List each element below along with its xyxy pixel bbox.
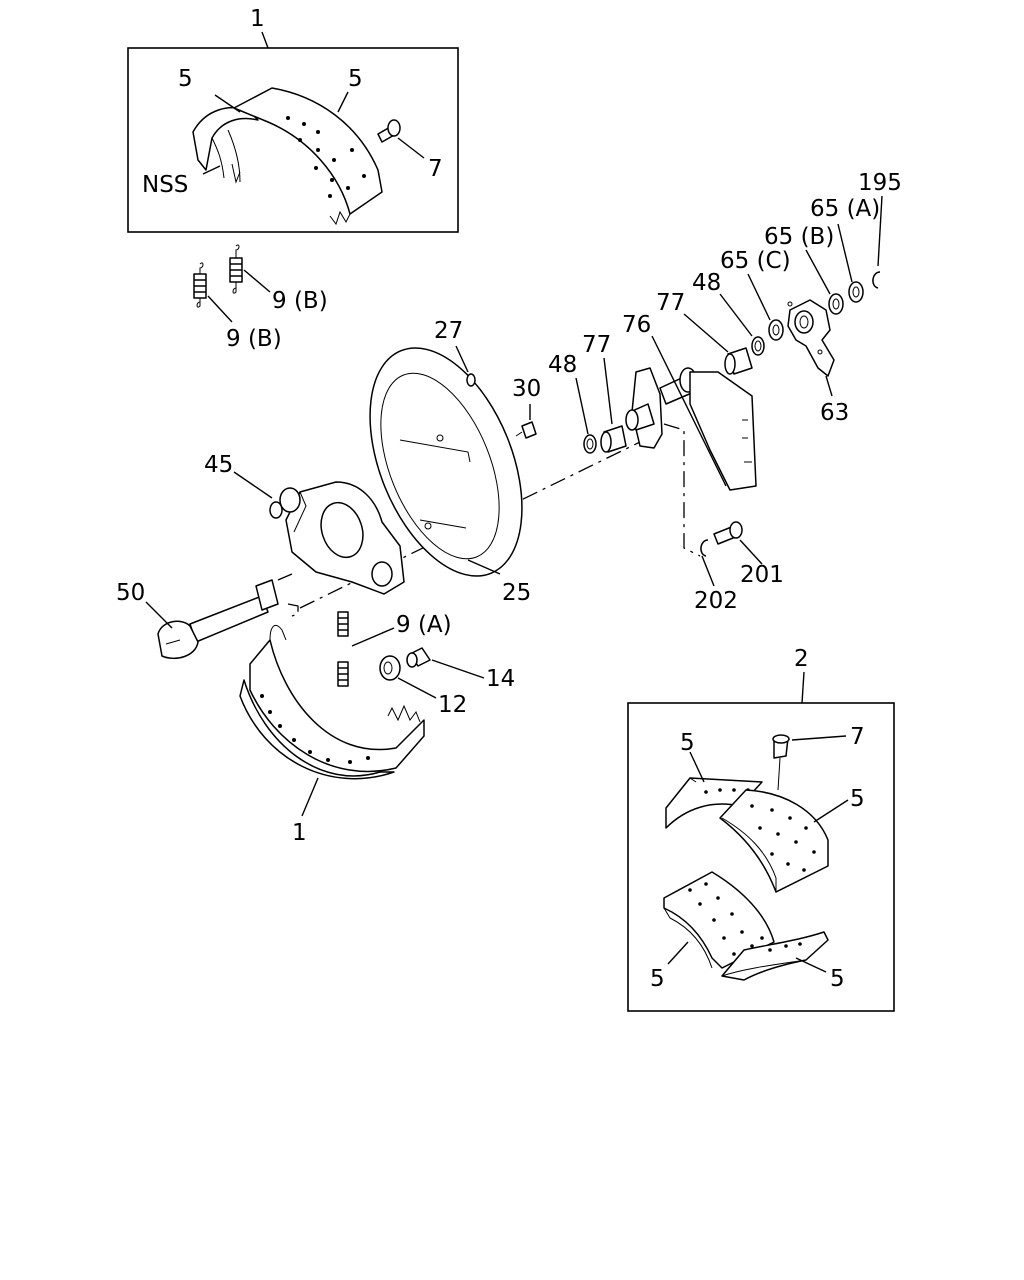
kit-box-top: 1 5 5 NSS xyxy=(127,6,459,233)
washer-65b: 65 (B) xyxy=(764,224,844,315)
bolt-axis-line xyxy=(663,423,701,557)
kit-box-bottom: 2 5 7 5 xyxy=(627,646,895,1012)
washer-48-left: 48 xyxy=(548,352,597,454)
washer-65c: 65 (C) xyxy=(720,248,791,341)
roller-pin-label: 14 xyxy=(486,666,515,692)
fitting-30: 30 xyxy=(512,376,541,439)
kit-bottom-number-label: 2 xyxy=(794,646,809,672)
bushing-77-right: 77 xyxy=(656,290,753,375)
bushing-77-left: 77 xyxy=(582,332,627,453)
spring-upper-label: 9 (B) xyxy=(272,288,328,314)
dust-shield-label: 25 xyxy=(502,580,531,606)
spring-lower-label: 9 (B) xyxy=(226,326,282,352)
kit-bottom-lining-bottom-right-label: 5 xyxy=(830,966,845,992)
kit-top-lining-right-label: 5 xyxy=(348,66,363,92)
camshaft-bracket: 76 xyxy=(622,312,757,491)
kit-bottom-lining-top-left-label: 5 xyxy=(680,730,695,756)
return-springs-b: 9 (B) 9 (B) xyxy=(193,244,328,352)
return-springs-a: 9 (A) xyxy=(337,611,452,687)
washer-65a-label: 65 (A) xyxy=(810,196,880,222)
kit-top-nss-label: NSS xyxy=(142,172,188,198)
washer-65a: 65 (A) xyxy=(810,196,880,303)
washer-48-right-label: 48 xyxy=(692,270,721,296)
kit-bottom-rivet: 7 xyxy=(772,724,865,791)
lower-brake-shoe: 1 xyxy=(239,624,425,846)
roller-pin-14: 14 xyxy=(406,647,515,692)
washer-48-left-label: 48 xyxy=(548,352,577,378)
clip-label: 202 xyxy=(694,588,738,614)
fitting-30-label: 30 xyxy=(512,376,541,402)
washer-65b-label: 65 (B) xyxy=(764,224,834,250)
ring-27-label: 27 xyxy=(434,318,463,344)
roller-label: 12 xyxy=(438,692,467,718)
ring-27: 27 xyxy=(434,318,476,387)
bolt-201: 201 xyxy=(713,521,784,588)
washer-65c-label: 65 (C) xyxy=(720,248,791,274)
bushing-77-left-label: 77 xyxy=(582,332,611,358)
kit-top-number-label: 1 xyxy=(250,6,265,32)
spring-a-label: 9 (A) xyxy=(396,612,452,638)
roller-12: 12 xyxy=(379,655,467,718)
snap-ring-195: 195 xyxy=(858,170,902,289)
washer-48-right: 48 xyxy=(692,270,765,356)
brake-spider: 45 xyxy=(204,452,405,595)
bolt-label: 201 xyxy=(740,562,784,588)
slack-adjuster: 63 xyxy=(787,299,849,426)
kit-bottom-lining-right-label: 5 xyxy=(850,786,865,812)
snap-ring-label: 195 xyxy=(858,170,902,196)
lower-shoe-label: 1 xyxy=(292,820,307,846)
clip-202: 202 xyxy=(694,539,738,614)
kit-top-rivet-label: 7 xyxy=(428,156,443,182)
kit-bottom-lining-bottom-left: 5 xyxy=(650,871,775,992)
kit-bottom-rivet-label: 7 xyxy=(850,724,865,750)
kit-top-lining-left-label: 5 xyxy=(178,66,193,92)
spider-label: 45 xyxy=(204,452,233,478)
kit-bottom-lining-bottom-left-label: 5 xyxy=(650,966,665,992)
kit-bottom-lining-right: 5 xyxy=(719,786,865,893)
kit-top-lining-right xyxy=(233,87,383,226)
bracket-label: 76 xyxy=(622,312,651,338)
camshaft: 50 xyxy=(116,573,299,660)
kit-top-lining-left xyxy=(192,107,259,184)
bushing-77-right-label: 77 xyxy=(656,290,685,316)
slack-adjuster-label: 63 xyxy=(820,400,849,426)
dust-shield: 25 xyxy=(369,347,531,606)
kit-bottom-lining-bottom-right: 5 xyxy=(721,931,845,992)
kit-top-rivet xyxy=(377,119,401,143)
camshaft-label: 50 xyxy=(116,580,145,606)
